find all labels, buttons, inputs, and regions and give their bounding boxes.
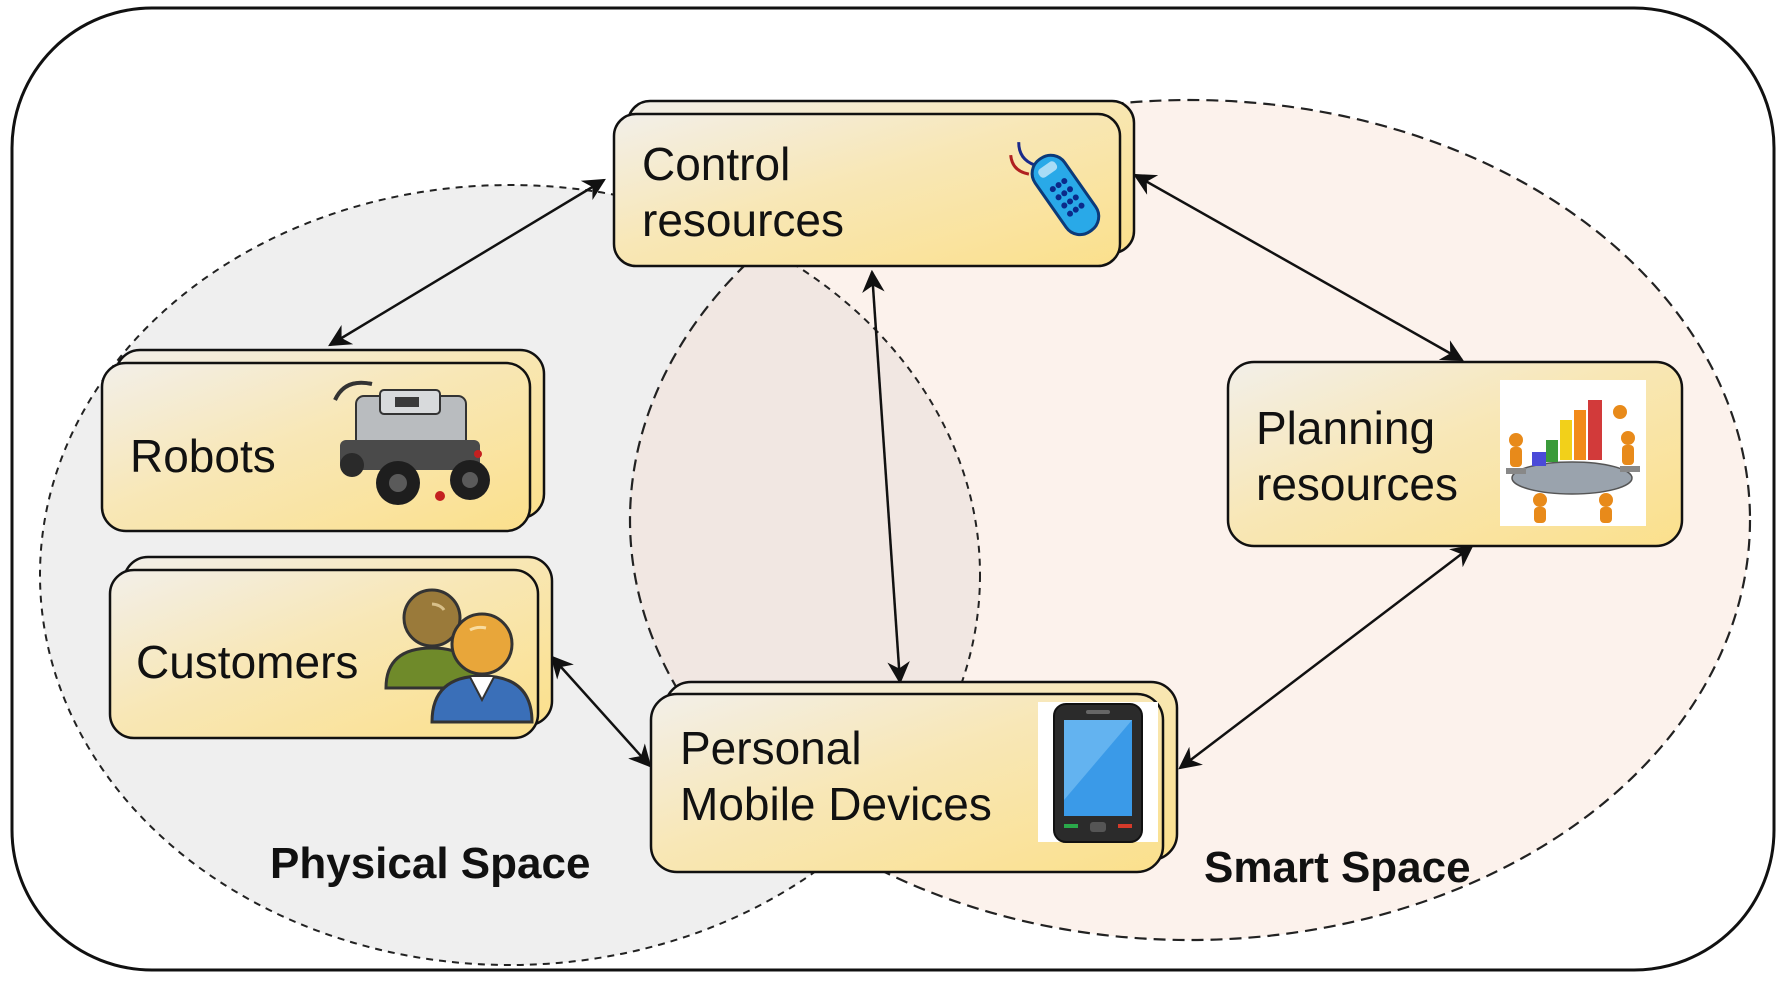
arrow-customers-personal <box>550 655 652 768</box>
meeting-chart-icon <box>1500 380 1646 526</box>
remote-control-icon <box>1009 142 1101 237</box>
smart-space-label: Smart Space <box>1204 843 1471 892</box>
control-label-line1: Control <box>642 138 790 190</box>
customers-label: Customers <box>136 636 358 688</box>
robots-box: Robots <box>100 348 546 533</box>
control-resources-box: Control resources <box>612 99 1136 268</box>
planning-label-line2: resources <box>1256 458 1458 510</box>
personal-mobile-devices-box: Personal Mobile Devices <box>649 680 1179 874</box>
arrow-control-robots <box>328 178 606 347</box>
personal-label-line2: Mobile Devices <box>680 778 992 830</box>
planning-resources-box: Planning resources <box>1226 360 1684 548</box>
planning-label-line1: Planning <box>1256 402 1435 454</box>
personal-label-line1: Personal <box>680 722 862 774</box>
control-label-line2: resources <box>642 194 844 246</box>
connections <box>328 173 1474 770</box>
customers-box: Customers <box>108 555 554 740</box>
smartphone-icon <box>1038 702 1158 843</box>
physical-space-label: Physical Space <box>270 839 590 888</box>
arrow-control-personal <box>862 269 910 685</box>
users-icon <box>384 588 534 724</box>
robot-icon <box>333 380 490 505</box>
arrow-control-planning <box>1133 173 1464 362</box>
robots-label: Robots <box>130 430 276 482</box>
arrow-planning-personal <box>1178 544 1474 770</box>
